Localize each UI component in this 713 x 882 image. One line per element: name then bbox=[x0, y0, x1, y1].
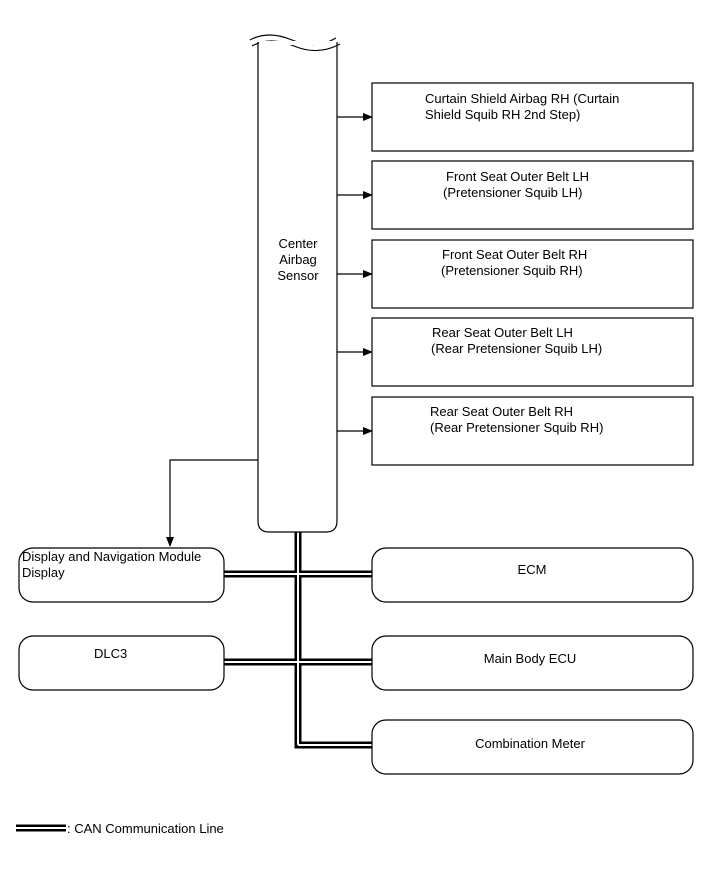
right-box-front-belt-lh: Front Seat Outer Belt LH (Pretensioner S… bbox=[371, 160, 694, 230]
box-label: Rear Seat Outer Belt LH bbox=[432, 325, 573, 340]
right-box-curtain-shield-rh: Curtain Shield Airbag RH (Curtain Shield… bbox=[371, 82, 694, 152]
node-dlc3: DLC3 bbox=[18, 635, 225, 691]
sensor-label-line: Center bbox=[278, 236, 318, 251]
box-label: Shield Squib RH 2nd Step) bbox=[425, 107, 580, 122]
display-arrow bbox=[166, 459, 258, 547]
box-label: Front Seat Outer Belt LH bbox=[446, 169, 589, 184]
node-ecm: ECM bbox=[371, 547, 694, 603]
center-airbag-sensor: Center Airbag Sensor bbox=[249, 34, 341, 533]
legend-label: : CAN Communication Line bbox=[67, 821, 224, 836]
sensor-label-line: Sensor bbox=[277, 268, 319, 283]
box-label: (Rear Pretensioner Squib LH) bbox=[431, 341, 602, 356]
right-box-front-belt-rh: Front Seat Outer Belt RH (Pretensioner S… bbox=[371, 239, 694, 309]
box-label: (Pretensioner Squib LH) bbox=[443, 185, 582, 200]
node-label: Combination Meter bbox=[475, 736, 585, 751]
node-combination-meter: Combination Meter bbox=[371, 719, 694, 775]
node-label: Display bbox=[22, 565, 65, 580]
box-label: (Rear Pretensioner Squib RH) bbox=[430, 420, 603, 435]
node-label: ECM bbox=[518, 562, 547, 577]
right-box-rear-belt-lh: Rear Seat Outer Belt LH (Rear Pretension… bbox=[371, 317, 694, 387]
box-label: Rear Seat Outer Belt RH bbox=[430, 404, 573, 419]
node-main-body-ecu: Main Body ECU bbox=[371, 635, 694, 691]
box-label: Curtain Shield Airbag RH (Curtain bbox=[425, 91, 619, 106]
box-label: (Pretensioner Squib RH) bbox=[441, 263, 583, 278]
can-bus bbox=[220, 528, 376, 749]
legend: : CAN Communication Line bbox=[16, 821, 224, 836]
node-display-navigation: Display and Navigation Module Display bbox=[18, 547, 225, 603]
node-label: Display and Navigation Module bbox=[22, 549, 201, 564]
right-box-rear-belt-rh: Rear Seat Outer Belt RH (Rear Pretension… bbox=[371, 396, 694, 466]
node-label: Main Body ECU bbox=[484, 651, 576, 666]
box-label: Front Seat Outer Belt RH bbox=[442, 247, 587, 262]
squib-arrows bbox=[337, 113, 373, 435]
sensor-label-line: Airbag bbox=[279, 252, 317, 267]
node-label: DLC3 bbox=[94, 646, 127, 661]
